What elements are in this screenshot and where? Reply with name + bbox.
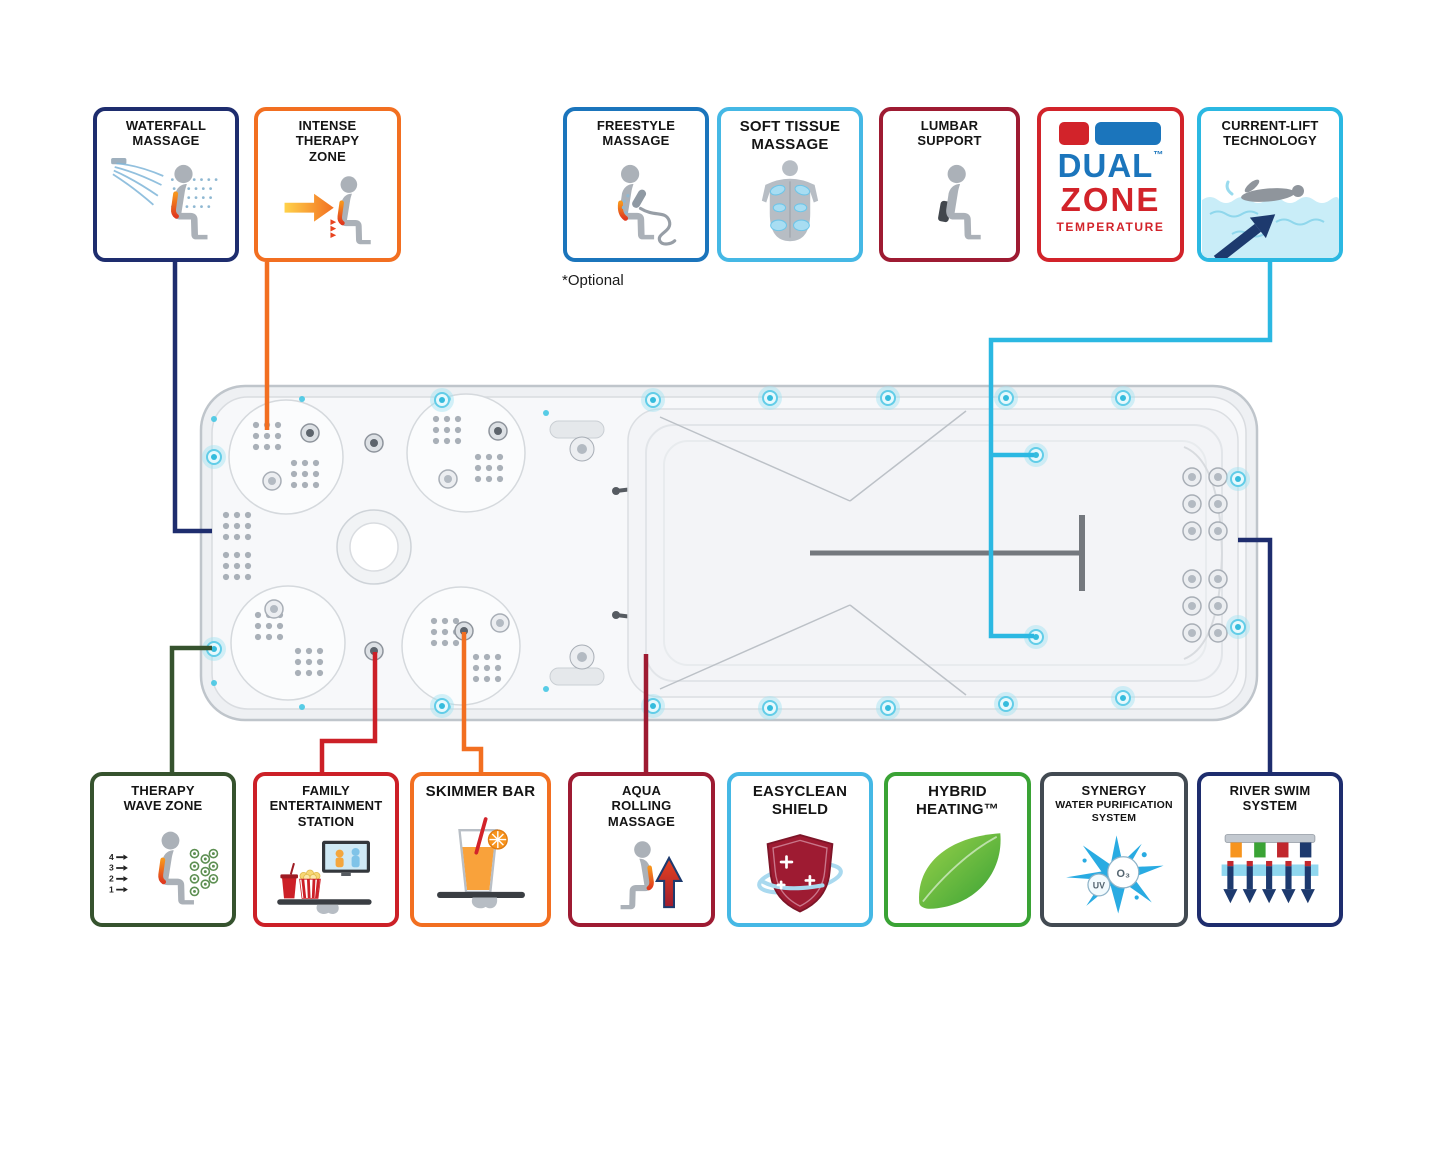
svg-text:1: 1 [109, 885, 114, 895]
soft-tissue-massage-icon [761, 159, 819, 241]
sparkles [776, 854, 816, 890]
callout-family-entertainment-station: FAMILY ENTERTAINMENT STATION [253, 772, 399, 927]
therapy-wave-zone-icon: 4 3 2 1 [109, 831, 219, 905]
callout-river-swim-system: RIVER SWIM SYSTEM [1197, 772, 1343, 927]
callout-label: SOFT TISSUE MASSAGE [739, 118, 841, 153]
synergy-purification-icon: O₃ UV [1066, 834, 1164, 914]
serving-tray [277, 899, 372, 905]
svg-text:4: 4 [109, 852, 114, 862]
uv-label: UV [1093, 880, 1105, 890]
callout-label: FAMILY ENTERTAINMENT STATION [269, 783, 383, 829]
waterfall-massage-icon [111, 158, 219, 240]
callout-synergy-water-purification: SYNERGY WATER PURIFICATION SYSTEM O₃ UV [1040, 772, 1188, 927]
callout-label: AQUA ROLLING MASSAGE [607, 783, 676, 829]
current-lift-icon [1201, 179, 1339, 258]
bubble-strings [189, 849, 219, 897]
dual-zone-red-block [1059, 122, 1090, 145]
callout-waterfall-massage: WATERFALL MASSAGE [93, 107, 239, 262]
callout-label: WATERFALL MASSAGE [125, 118, 207, 149]
freestyle-massage-icon [617, 165, 677, 246]
flow-arrows [1223, 861, 1315, 904]
callout-lumbar-support: LUMBAR SUPPORT [879, 107, 1020, 262]
aqua-rolling-massage-icon [620, 841, 683, 910]
callout-label: SYNERGY [1081, 783, 1147, 798]
serving-tray [436, 891, 525, 898]
callout-label: INTENSE THERAPY ZONE [295, 118, 360, 164]
callout-sublabel: WATER PURIFICATION SYSTEM [1055, 799, 1173, 824]
spa-seating-area [211, 393, 549, 710]
jet-cartridges [1230, 842, 1312, 858]
current-flow-lines [659, 410, 967, 696]
callout-skimmer-bar: SKIMMER BAR [410, 772, 551, 927]
callout-label: LUMBAR SUPPORT [917, 118, 982, 149]
dual-zone-word-temperature: TEMPERATURE [1056, 220, 1165, 235]
callout-current-lift-technology: CURRENT-LIFT TECHNOLOGY [1197, 107, 1343, 262]
lumbar-support-icon [937, 165, 981, 240]
svg-text:3: 3 [109, 863, 114, 873]
callout-soft-tissue-massage: SOFT TISSUE MASSAGE [717, 107, 863, 262]
dual-zone-blocks [1059, 122, 1162, 145]
optional-note: *Optional [562, 272, 624, 289]
ozone-label: O₃ [1116, 867, 1130, 879]
callout-aqua-rolling-massage: AQUA ROLLING MASSAGE [568, 772, 715, 927]
callout-label: FREESTYLE MASSAGE [596, 118, 676, 149]
swim-spa-top-view [199, 384, 1259, 722]
dual-zone-blue-block [1095, 122, 1162, 145]
skimmer-bar-icon [436, 816, 525, 909]
callout-label: THERAPY WAVE ZONE [123, 783, 203, 814]
callout-label: RIVER SWIM SYSTEM [1229, 783, 1311, 814]
callout-intense-therapy-zone: INTENSE THERAPY ZONE [254, 107, 401, 262]
tv-screen [322, 840, 370, 876]
callout-freestyle-massage: FREESTYLE MASSAGE [563, 107, 709, 262]
intense-therapy-icon [284, 176, 371, 245]
hand [471, 897, 497, 909]
popcorn-box [299, 869, 321, 899]
spa-swim-area [627, 408, 1239, 698]
callout-label: SKIMMER BAR [425, 783, 536, 800]
callout-label: EASYCLEAN SHIELD [752, 783, 848, 818]
callout-label: CURRENT-LIFT TECHNOLOGY [1221, 118, 1319, 149]
callout-hybrid-heating: HYBRID HEATING™ [884, 772, 1031, 927]
family-entertainment-icon [277, 840, 372, 915]
river-swim-system-icon [1221, 834, 1319, 904]
hand [316, 904, 339, 915]
trademark-symbol: ™ [1153, 150, 1164, 161]
dual-zone-word-zone: ZONE [1060, 180, 1161, 218]
easyclean-shield-icon [757, 833, 843, 913]
callout-label: HYBRID HEATING™ [916, 783, 999, 818]
callout-therapy-wave-zone: THERAPY WAVE ZONE 4 3 2 1 [90, 772, 236, 927]
callout-easyclean-shield: EASYCLEAN SHIELD [727, 772, 873, 927]
svg-text:2: 2 [109, 874, 114, 884]
hybrid-heating-leaf-icon [918, 832, 1001, 909]
drink-cup [280, 862, 298, 899]
